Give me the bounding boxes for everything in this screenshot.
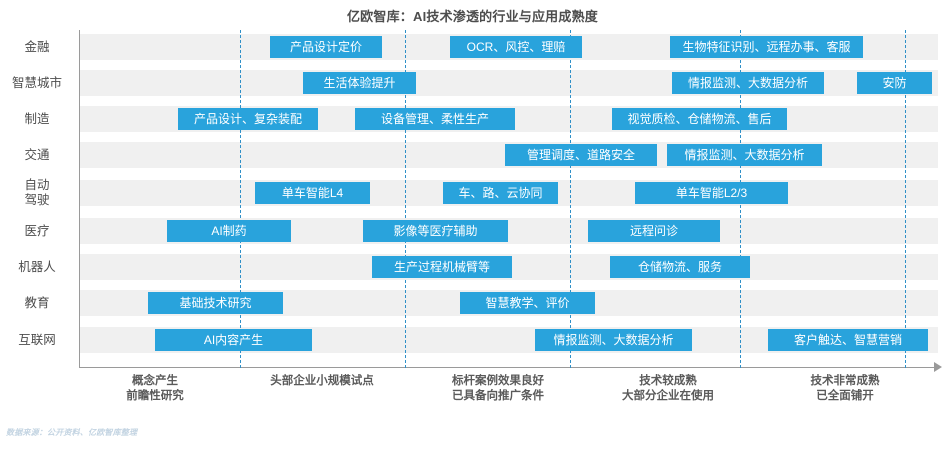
row-label-line: 自动 (24, 178, 50, 192)
bar-item[interactable]: 产品设计、复杂装配 (178, 108, 318, 130)
stage-label-3: 标杆案例效果良好 已具备向推广条件 (452, 375, 544, 402)
row-label-line: 驾驶 (24, 193, 50, 207)
bar-item[interactable]: 情报监测、大数据分析 (667, 144, 822, 166)
bar-item[interactable]: 生物特征识别、远程办事、客服 (670, 36, 863, 58)
row-label-line: 互联网 (18, 332, 56, 347)
bar-item[interactable]: 视觉质检、仓储物流、售后 (612, 108, 787, 130)
bar-item[interactable]: 远程问诊 (588, 220, 720, 242)
bar-item[interactable]: 单车智能L2/3 (635, 182, 788, 204)
bar-item[interactable]: 影像等医疗辅助 (363, 220, 508, 242)
bar-item[interactable]: 仓储物流、服务 (610, 256, 750, 278)
bar-item[interactable]: OCR、风控、理赔 (450, 36, 582, 58)
bar-item[interactable]: 生产过程机械臂等 (372, 256, 512, 278)
stage-label-2: 头部企业小规模试点 (270, 375, 374, 387)
row-label-line: 医疗 (24, 223, 50, 238)
x-axis-line (79, 367, 938, 368)
row-label-金融: 金融 (0, 40, 74, 55)
row-label-自动驾驶: 自动驾驶 (0, 178, 74, 208)
bar-item[interactable]: AI内容产生 (155, 329, 312, 351)
bar-item[interactable]: 基础技术研究 (148, 292, 283, 314)
bar-item[interactable]: 车、路、云协同 (443, 182, 558, 204)
row-label-line: 教育 (24, 295, 50, 310)
bar-item[interactable]: 情报监测、大数据分析 (672, 72, 824, 94)
stage-label-4: 技术较成熟 大部分企业在使用 (622, 375, 714, 402)
row-label-line: 交通 (24, 147, 50, 162)
bar-item[interactable]: AI制药 (167, 220, 291, 242)
bar-item[interactable]: 管理调度、道路安全 (505, 144, 657, 166)
row-label-line: 机器人 (18, 259, 56, 274)
bar-item[interactable]: 单车智能L4 (255, 182, 370, 204)
gridline-5 (905, 30, 906, 368)
bar-item[interactable]: 安防 (857, 72, 932, 94)
row-label-制造: 制造 (0, 112, 74, 127)
bar-item[interactable]: 客户触达、智慧营销 (768, 329, 928, 351)
row-label-交通: 交通 (0, 148, 74, 163)
row-label-教育: 教育 (0, 296, 74, 311)
gridline-3 (570, 30, 571, 368)
bar-item[interactable]: 生活体验提升 (303, 72, 416, 94)
row-label-医疗: 医疗 (0, 224, 74, 239)
gridline-1 (240, 30, 241, 368)
bar-item[interactable]: 设备管理、柔性生产 (355, 108, 515, 130)
stage-label-5: 技术非常成熟 已全面铺开 (810, 375, 880, 402)
y-axis-line (79, 30, 80, 368)
gridline-2 (405, 30, 406, 368)
row-label-line: 智慧城市 (11, 75, 62, 90)
row-label-智慧城市: 智慧城市 (0, 76, 74, 91)
source-note: 数据来源：公开资料、亿欧智库整理 (6, 428, 138, 437)
row-label-line: 金融 (24, 39, 50, 54)
bar-item[interactable]: 产品设计定价 (270, 36, 382, 58)
x-axis-arrow-icon (934, 362, 942, 372)
page-title: 亿欧智库：AI技术渗透的行业与应用成熟度 (346, 9, 598, 24)
row-label-line: 制造 (24, 111, 50, 126)
row-label-机器人: 机器人 (0, 260, 74, 275)
stage-label-1: 概念产生 前瞻性研究 (126, 375, 184, 402)
bar-item[interactable]: 情报监测、大数据分析 (535, 329, 692, 351)
bar-item[interactable]: 智慧教学、评价 (460, 292, 595, 314)
row-label-互联网: 互联网 (0, 333, 74, 348)
